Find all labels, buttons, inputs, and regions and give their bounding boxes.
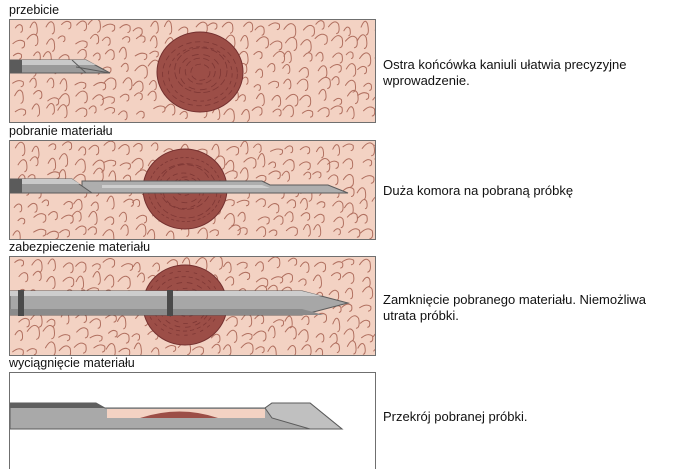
- step-4-illustration: [9, 372, 376, 469]
- step-3-caption: Zamknięcie pobranego materiału. Niemożli…: [383, 292, 679, 324]
- step-4-svg: [10, 373, 375, 469]
- cannula-ring-middle: [167, 290, 173, 316]
- step-3-svg: [10, 257, 375, 355]
- step-3-illustration: [9, 256, 376, 356]
- closed-cannula: [10, 290, 348, 316]
- step-4-caption: Przekrój pobranej próbki.: [383, 409, 679, 425]
- step-1-caption: Ostra końcówka kaniuli ułatwia precyzyjn…: [383, 57, 679, 89]
- step-2-caption: Duża komora na pobraną próbkę: [383, 183, 679, 199]
- tissue-sample: [157, 32, 243, 112]
- step-1-title: przebicie: [9, 3, 59, 17]
- step-1-illustration: [9, 19, 376, 123]
- withdrawn-cannula: [10, 403, 342, 429]
- step-3-title: zabezpieczenie materiału: [9, 240, 150, 254]
- cannula-ring-left: [18, 290, 24, 316]
- step-2-illustration: [9, 140, 376, 240]
- step-2-svg: [10, 141, 375, 239]
- step-1-svg: [10, 20, 375, 122]
- step-4-title: wyciągnięcie materiału: [9, 356, 135, 370]
- step-2-title: pobranie materiału: [9, 124, 113, 138]
